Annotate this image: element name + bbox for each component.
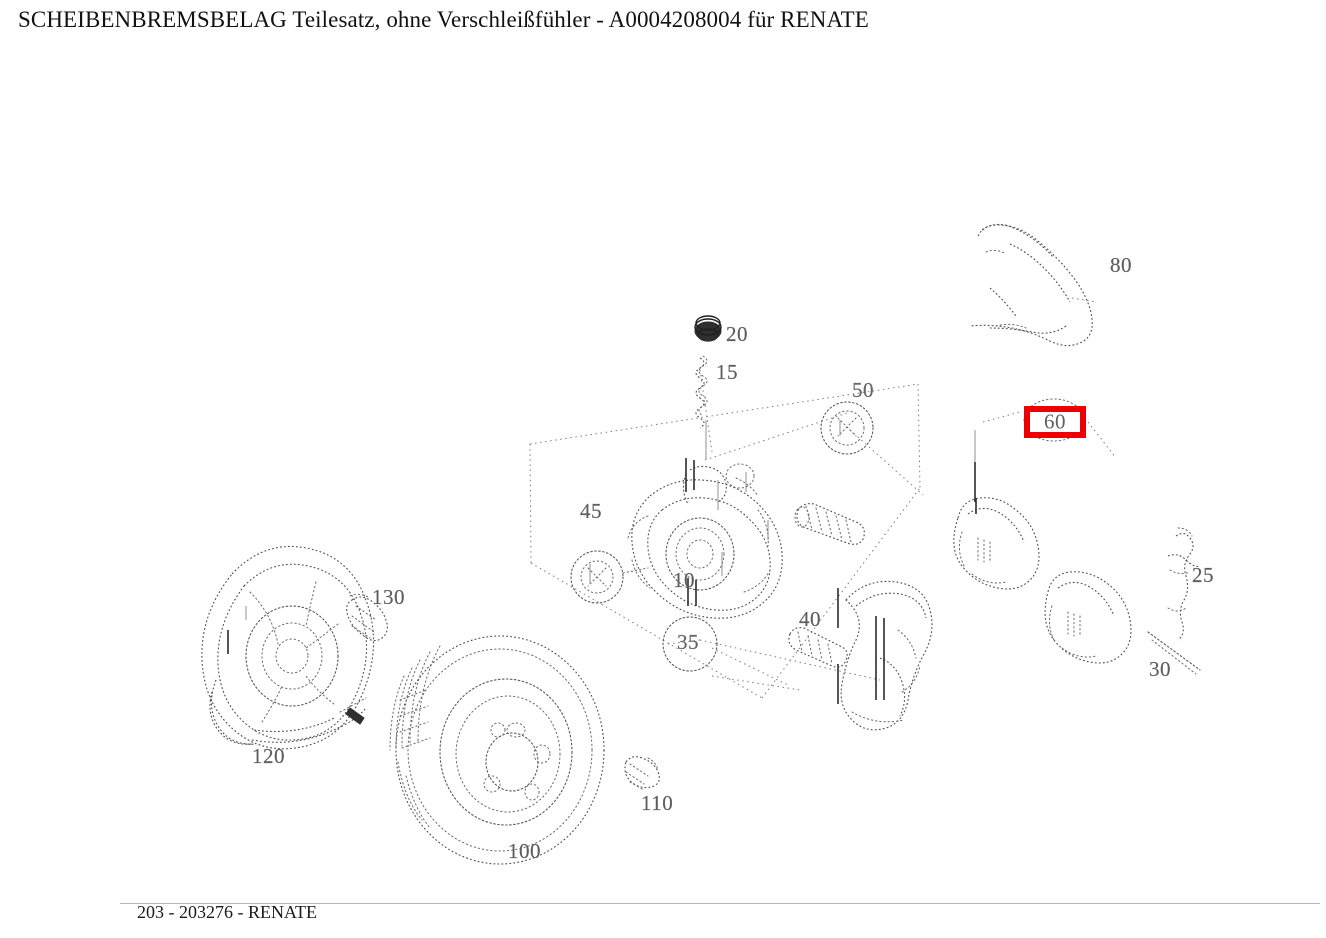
callout-120: 120 xyxy=(252,744,285,768)
part-side-screw xyxy=(794,503,865,545)
callout-80: 80 xyxy=(1110,253,1132,277)
part-retaining-clip-25 xyxy=(1167,527,1201,641)
footer-text: 203 - 203276 - RENATE xyxy=(137,902,317,922)
part-guide-bolt-50 xyxy=(820,401,874,455)
part-caliper-bolt-35 xyxy=(662,616,718,672)
footer-divider xyxy=(120,903,1320,904)
callout-15: 15 xyxy=(716,360,738,384)
callout-10: 10 xyxy=(673,568,695,592)
part-brake-disc-100 xyxy=(389,635,605,865)
callout-20: 20 xyxy=(726,322,748,346)
callout-35: 35 xyxy=(677,630,699,654)
technical-drawing: .ln { fill:none; stroke:#5a5a5a; stroke-… xyxy=(0,40,1326,900)
callout-60-label: 60 xyxy=(1044,409,1066,434)
part-bolt-head-20 xyxy=(694,315,722,342)
highlighted-part-callout-60[interactable]: 60 xyxy=(1024,406,1086,438)
part-bolt-40 xyxy=(788,627,848,668)
callout-130: 130 xyxy=(372,585,405,609)
part-brake-caliper-10 xyxy=(627,458,783,619)
callout-100: 100 xyxy=(508,839,541,863)
part-wear-sensor-cable xyxy=(969,223,1093,347)
callout-45: 45 xyxy=(580,499,602,523)
callout-110: 110 xyxy=(641,791,674,815)
drawing-canvas: .ln { fill:none; stroke:#5a5a5a; stroke-… xyxy=(201,223,1201,865)
part-retaining-pin-30 xyxy=(1147,631,1201,675)
callout-leaders xyxy=(667,297,1097,687)
page-title: SCHEIBENBREMSBELAG Teilesatz, ohne Versc… xyxy=(18,7,869,32)
part-caliper-carrier-40 xyxy=(837,580,933,731)
callout-40: 40 xyxy=(799,607,821,631)
construction-lines xyxy=(529,369,924,699)
part-bleeder-screw-45 xyxy=(570,550,649,604)
part-dust-shield-120 xyxy=(201,545,375,750)
callout-25: 25 xyxy=(1192,563,1214,587)
part-spring-pin-15 xyxy=(695,355,708,460)
part-brake-pad-set-60 xyxy=(953,398,1132,664)
callout-50: 50 xyxy=(852,378,874,402)
part-disc-screw-110 xyxy=(624,756,660,791)
callout-30: 30 xyxy=(1149,657,1171,681)
